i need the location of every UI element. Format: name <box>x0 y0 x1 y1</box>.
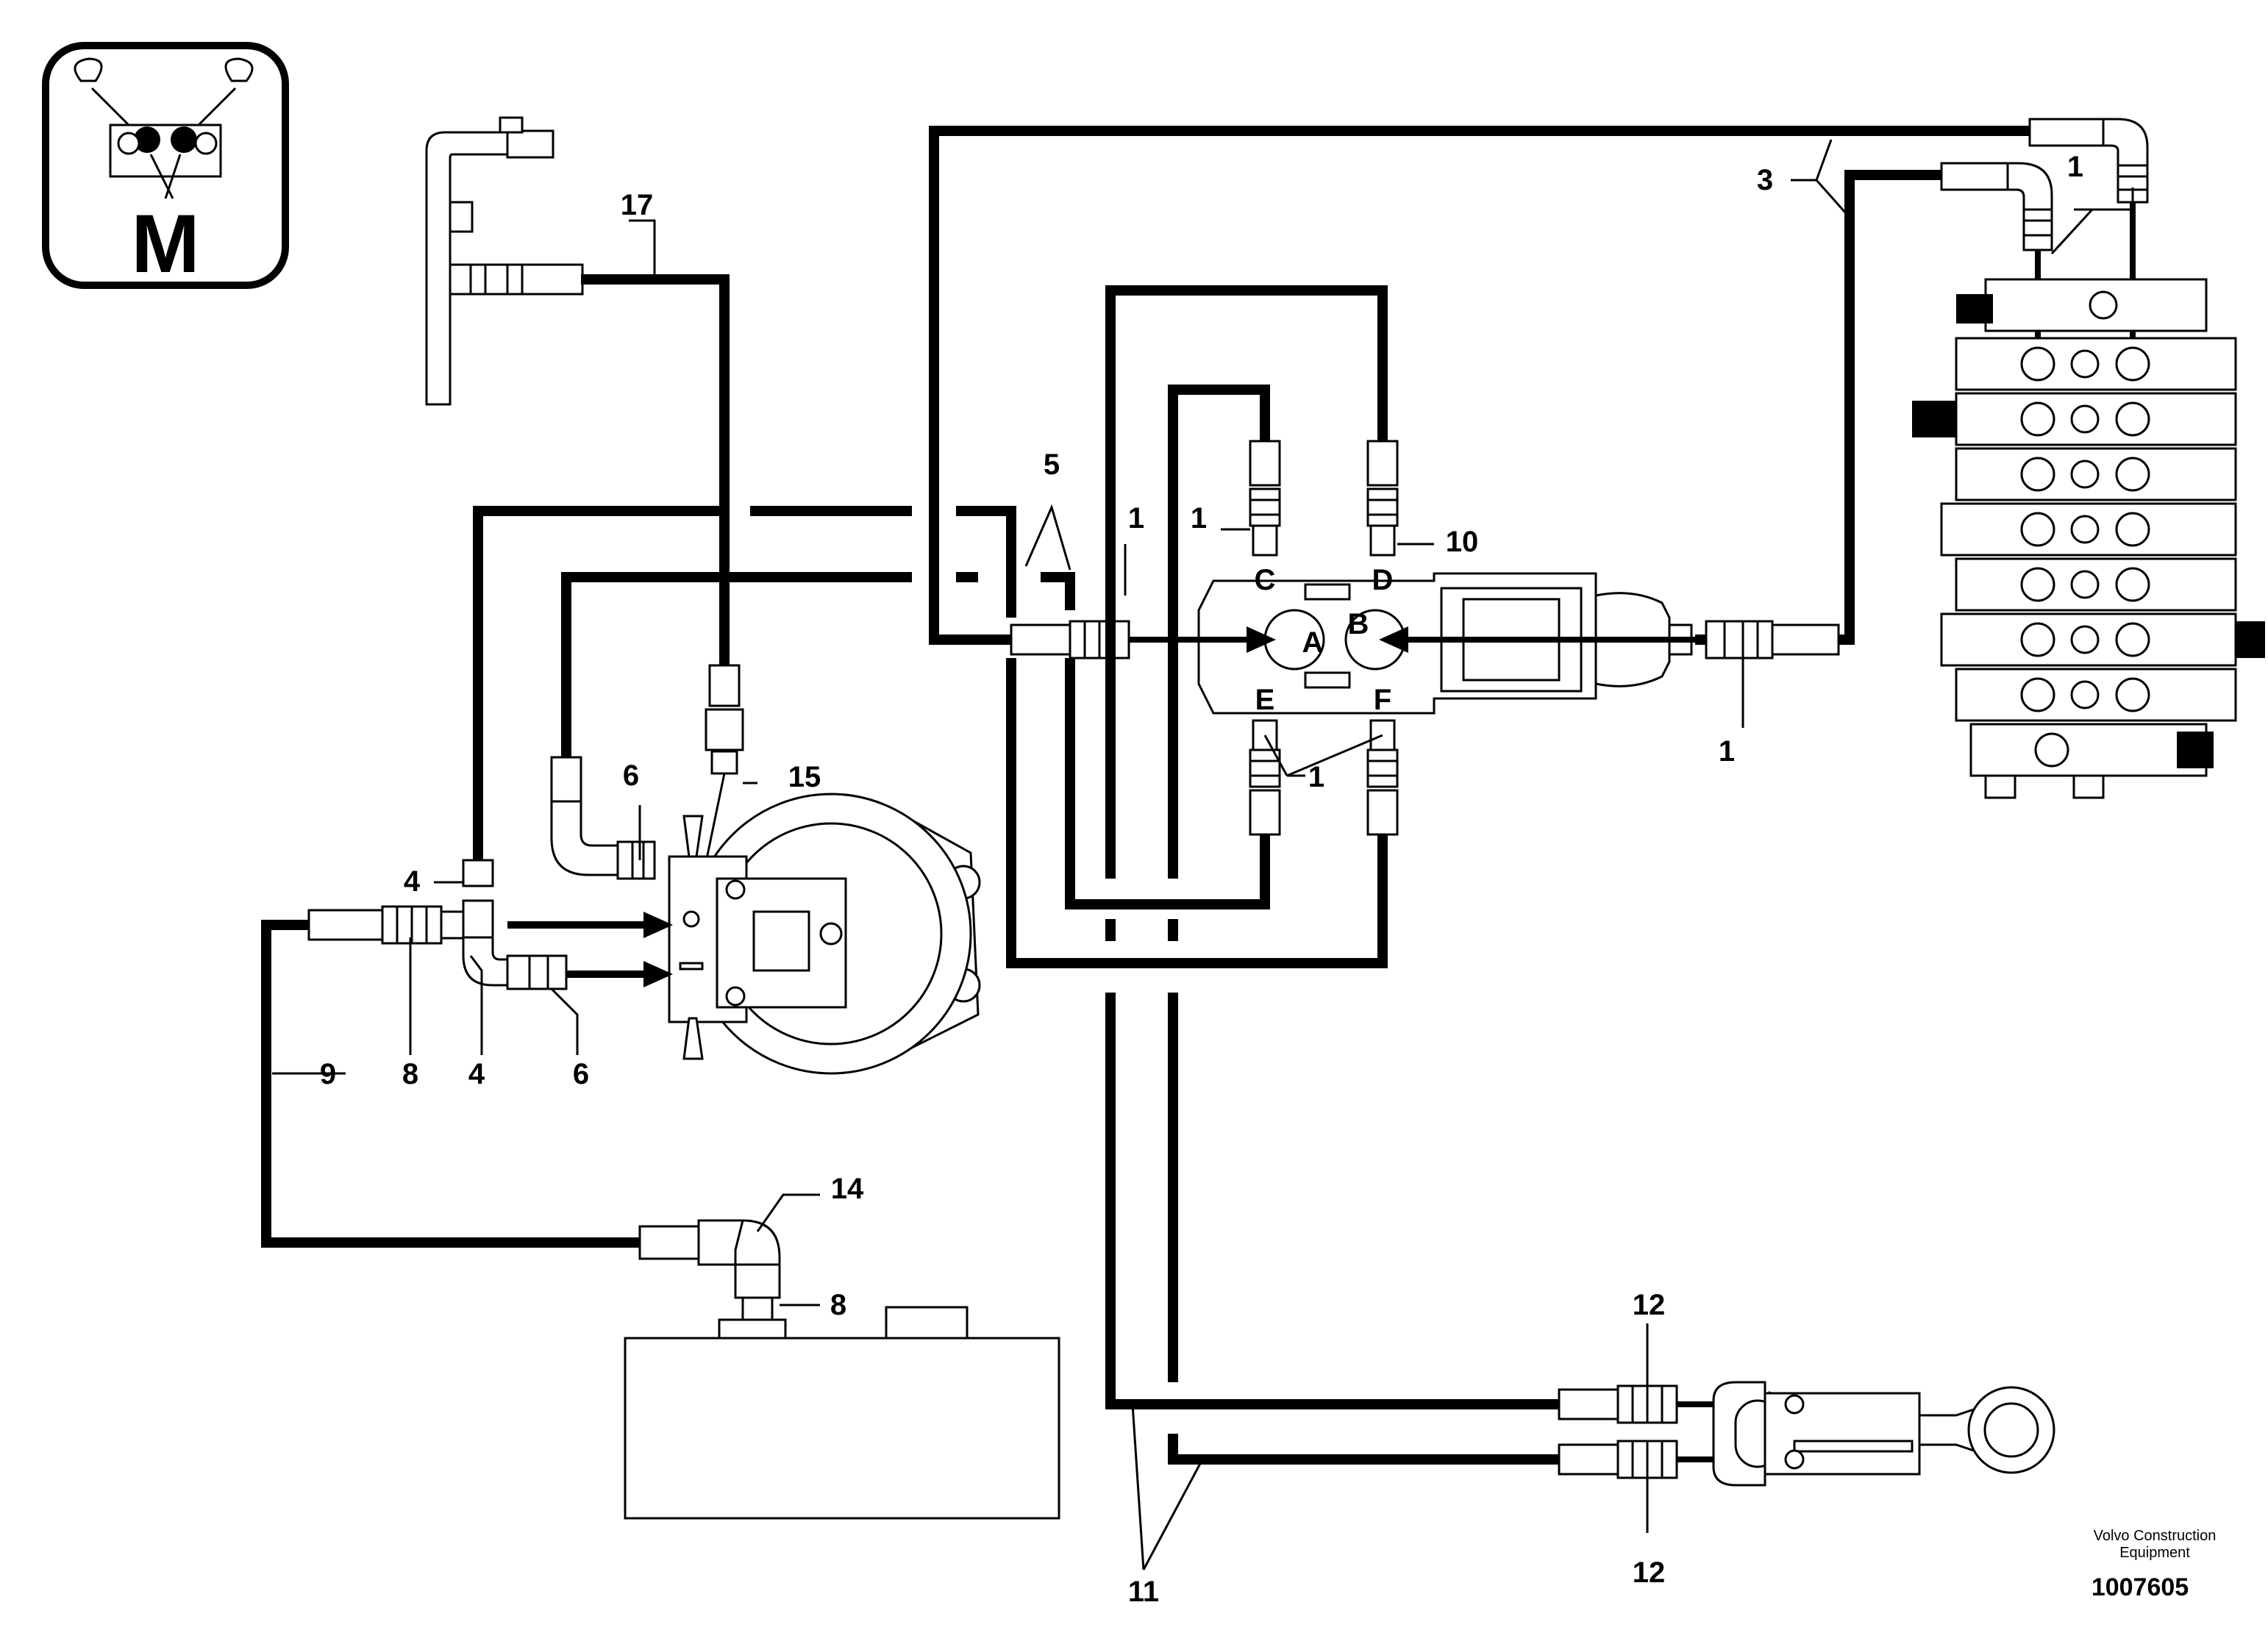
callout-17: 17 <box>621 189 654 221</box>
hose-motor-upper <box>473 506 706 860</box>
credit-line-2: Equipment <box>2119 1545 2190 1561</box>
hose-e <box>1065 658 1270 909</box>
fitting-14 <box>638 1219 781 1325</box>
fitting-3-outer <box>2028 118 2149 204</box>
hose-9 <box>261 920 640 1248</box>
hydraulic-cylinder <box>1712 1381 2055 1487</box>
callout-6-top: 6 <box>623 759 639 792</box>
hydraulic-motor <box>668 793 981 1075</box>
port-c-label: C <box>1255 564 1276 596</box>
fitting-3-inner <box>1940 162 2053 251</box>
fitting-8-left <box>307 905 465 945</box>
callout-3: 3 <box>1757 164 1773 196</box>
callout-8-left: 8 <box>402 1058 418 1090</box>
fitting-c <box>1249 440 1281 557</box>
fitting-6-upper <box>550 756 656 880</box>
hose-3-inner <box>1695 170 1941 645</box>
fitting-swivel-right <box>1705 620 1840 659</box>
callout-5: 5 <box>1044 448 1060 481</box>
fitting-d <box>1366 440 1399 557</box>
fitting-e <box>1249 719 1281 836</box>
callout-4-bottom: 4 <box>468 1058 485 1090</box>
fitting-15 <box>705 664 744 775</box>
hose-3-outer <box>929 126 2030 645</box>
callout-10: 10 <box>1446 526 1479 558</box>
callout-12-top: 12 <box>1633 1289 1666 1321</box>
callout-9: 9 <box>320 1058 336 1090</box>
port-a-label: A <box>1302 626 1324 659</box>
callout-1-mid: 1 <box>1128 502 1144 535</box>
callout-1-valve: 1 <box>2067 151 2083 183</box>
machine-badge: M <box>42 42 289 290</box>
callout-15: 15 <box>788 761 821 793</box>
hose-5-dashed <box>706 506 1075 618</box>
fitting-12-bottom <box>1558 1440 1678 1479</box>
fitting-4 <box>462 859 568 990</box>
port-e-label: E <box>1255 684 1275 716</box>
inlet-pipe <box>425 116 584 406</box>
badge-letter: M <box>131 198 199 290</box>
leader-lines <box>272 139 2134 1533</box>
hose-17 <box>581 274 730 665</box>
hose-11-dashed <box>1105 390 1559 1465</box>
callout-8-tank: 8 <box>830 1289 846 1321</box>
callout-1-c: 1 <box>1191 502 1207 535</box>
callout-12-bottom: 12 <box>1633 1556 1666 1589</box>
fitting-f <box>1366 719 1399 836</box>
control-valve-bank <box>1912 278 2265 799</box>
doc-number: 1007605 <box>2092 1573 2189 1601</box>
control-levers-icon <box>74 57 254 199</box>
hose-d <box>1105 285 1388 857</box>
callout-1-ef: 1 <box>1308 761 1324 793</box>
credit-line-1: Volvo Construction <box>2094 1528 2217 1544</box>
callout-1-right: 1 <box>1719 735 1735 768</box>
callout-14: 14 <box>831 1173 864 1205</box>
port-d-label: D <box>1372 564 1394 596</box>
callout-11: 11 <box>1128 1576 1159 1608</box>
hose-f <box>1006 658 1388 968</box>
port-f-label: F <box>1374 684 1391 716</box>
fitting-12-top <box>1558 1384 1678 1424</box>
callout-4-top: 4 <box>404 865 421 898</box>
port-b-label: B <box>1348 608 1369 640</box>
fitting-swivel-left <box>1010 620 1130 659</box>
hydraulic-tank <box>624 1306 1060 1520</box>
callout-6-bottom: 6 <box>573 1058 589 1090</box>
